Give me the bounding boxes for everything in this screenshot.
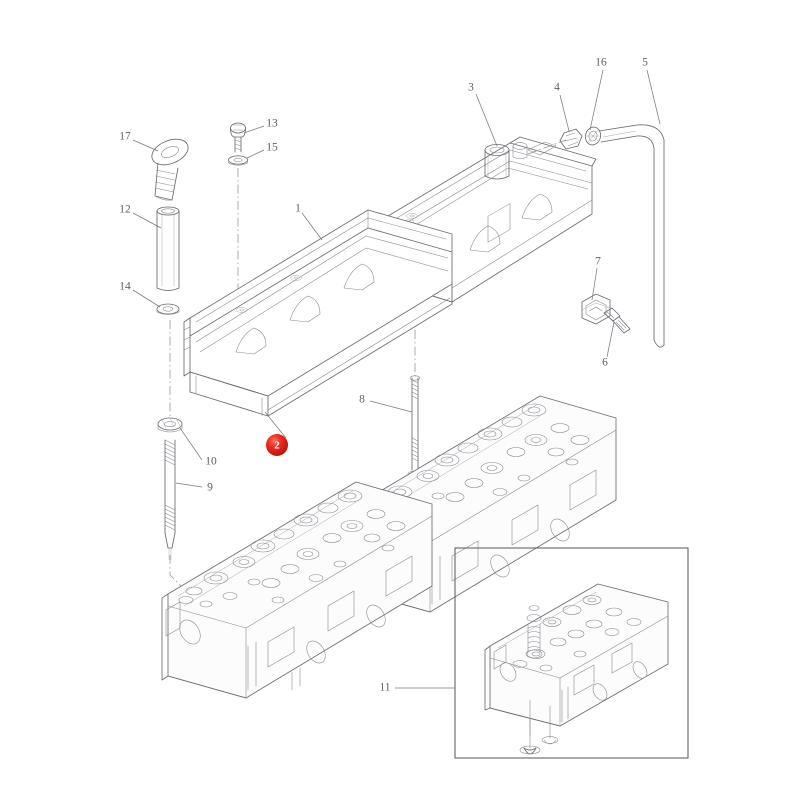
callout-17: 17 bbox=[119, 131, 131, 143]
part-sealing-grommet bbox=[157, 417, 183, 433]
callout-14: 14 bbox=[119, 281, 131, 293]
callout-15: 15 bbox=[266, 142, 278, 154]
inset-detail-box bbox=[454, 547, 689, 759]
part-bracket-bolt bbox=[603, 307, 631, 334]
callout-labels: 1 3 4 5 6 7 8 9 10 11 12 13 14 15 16 17 bbox=[119, 57, 648, 694]
part-flat-washer bbox=[156, 303, 180, 315]
callout-16: 16 bbox=[595, 57, 607, 69]
part-oil-filler-cap bbox=[484, 139, 567, 180]
callout-3: 3 bbox=[468, 82, 474, 94]
highlight-marker-2[interactable]: 2 bbox=[266, 434, 288, 456]
callout-6: 6 bbox=[602, 357, 608, 369]
callout-11: 11 bbox=[379, 682, 390, 694]
callout-8: 8 bbox=[359, 394, 365, 406]
part-lifting-eye-bolt bbox=[151, 138, 189, 201]
inset-cylinder-head-detail bbox=[484, 583, 669, 755]
part-spacer-tube bbox=[156, 206, 180, 291]
callout-7: 7 bbox=[595, 256, 601, 268]
part-hose-clamp bbox=[584, 126, 602, 146]
callout-4: 4 bbox=[554, 82, 560, 94]
highlight-marker-label: 2 bbox=[274, 440, 280, 452]
part-sealing-washer bbox=[228, 155, 248, 166]
part-long-stud-bolt bbox=[164, 439, 176, 560]
callout-1: 1 bbox=[295, 203, 301, 215]
part-cylinder-head-assembly bbox=[161, 203, 617, 699]
leader-lines bbox=[132, 69, 661, 689]
callout-12: 12 bbox=[119, 204, 131, 216]
part-breather-elbow bbox=[559, 128, 583, 150]
assembly-axis-lower-left bbox=[169, 555, 186, 591]
callout-9: 9 bbox=[207, 482, 213, 494]
part-hose-clamp-bracket bbox=[581, 293, 611, 325]
callout-5: 5 bbox=[642, 57, 648, 69]
callout-13: 13 bbox=[266, 118, 278, 130]
part-breather-hose bbox=[598, 124, 665, 348]
highlight-marker-circle[interactable] bbox=[266, 434, 288, 456]
callout-10: 10 bbox=[205, 456, 217, 468]
part-rocker-cover-assembly bbox=[183, 124, 665, 417]
inset-valve-spring bbox=[525, 605, 543, 659]
part-cap-screw bbox=[230, 122, 246, 153]
